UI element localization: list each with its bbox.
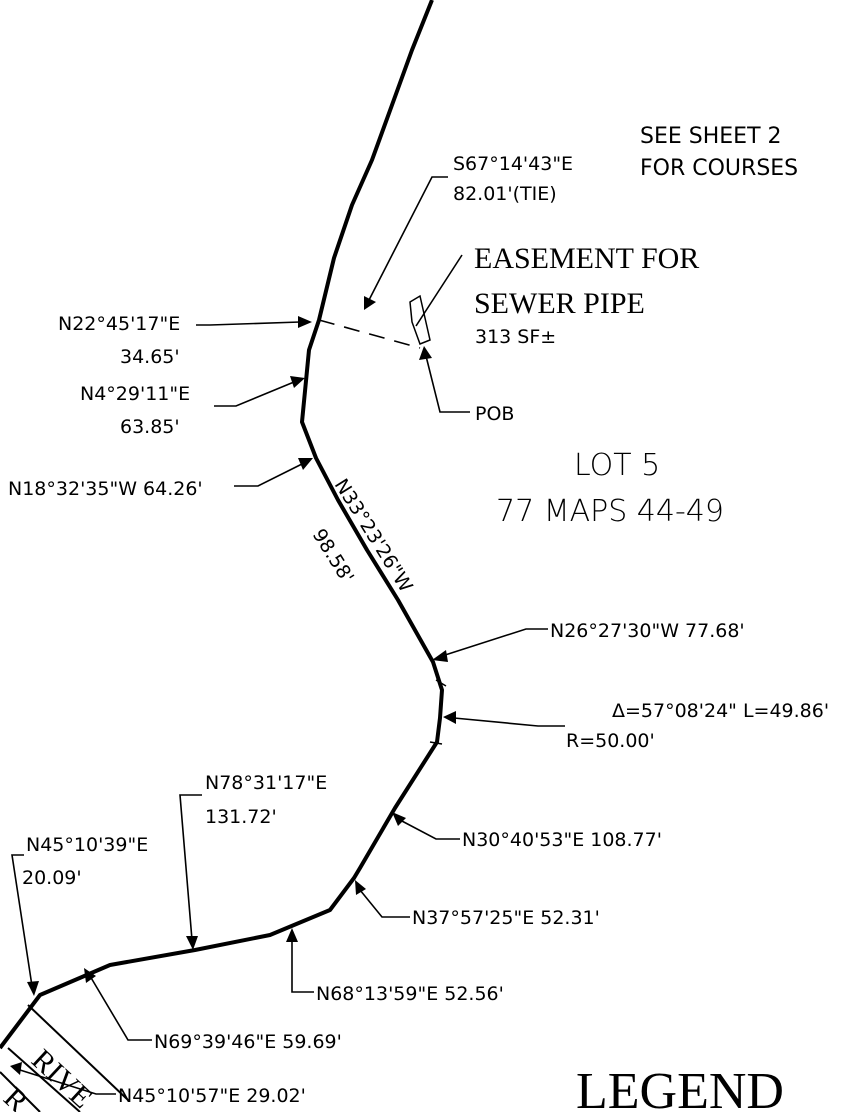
arrowhead [432,650,448,662]
road-name-label: RIVE [25,1043,99,1112]
map-reference-label: 77 MAPS 44-49 [496,494,724,529]
tie-leader [367,176,448,303]
arrowhead [290,376,305,388]
easement-title: SEWER PIPE [474,287,645,320]
arrowhead [298,458,313,470]
road-edge-line [7,1047,81,1112]
course-label: N26°27'30"W 77.68' [550,620,745,642]
lot-label: LOT 5 [574,448,660,483]
arrowhead [355,880,366,895]
easement-leader [415,254,463,327]
pob-leader [425,355,470,413]
road-edge-line [0,1071,41,1112]
property-boundary-line [0,0,444,1050]
course-leader [89,975,152,1041]
arrowhead [286,928,298,942]
course-bearing-label: N22°45'17"E [58,313,180,335]
course-bearing-label: N78°31'17"E [205,772,327,794]
arrowhead [27,981,39,996]
course-distance-label: 20.09' [22,867,82,889]
course-leader [359,889,410,918]
course-label: N18°32'35"W 64.26' [8,478,203,500]
course-leader [291,940,314,993]
curve-data-label: Δ=57°08'24" L=49.86' [612,700,829,722]
pob-label: POB [475,403,514,425]
arrowhead [298,316,312,328]
course-leader [11,854,33,987]
course-leader [399,819,460,840]
course-label: N69°39'46"E 59.69' [154,1031,342,1053]
course-distance-label: 131.72' [205,806,277,828]
course-leader [179,794,202,941]
road-edge-line [27,1004,129,1101]
course-label: N45°10'57"E 29.02' [118,1085,306,1107]
tie-line [318,319,421,349]
arrowhead [419,346,432,360]
course-leader [441,628,548,657]
arrowhead [84,968,96,983]
curve-tick [429,741,443,745]
course-leader [234,463,303,487]
curve-radius-label: R=50.00' [566,730,655,752]
legend-title: LEGEND [576,1063,784,1112]
course-bearing-label: N45°10'39"E [26,834,148,856]
course-bearing-label: N4°29'11"E [80,383,190,405]
tie-bearing-label: S67°14'43"E [453,153,573,175]
road-name-label: R [0,1081,34,1112]
course-distance-label: 98.58' [308,525,358,587]
course-leader [214,381,295,407]
easement-title: EASEMENT FOR [474,242,699,275]
see-sheet-note: SEE SHEET 2 [640,124,782,149]
course-label: N37°57'25"E 52.31' [412,907,600,929]
curve-tick [435,679,447,687]
arrowhead [364,296,376,310]
course-leader [19,1069,116,1095]
arrowhead [10,1062,22,1075]
course-leader [196,321,301,326]
course-label: N30°40'53"E 108.77' [462,829,662,851]
tie-distance-label: 82.01'(TIE) [453,183,557,205]
arrowhead [186,936,198,950]
course-distance-label: 63.85' [120,416,180,438]
easement-parcel [409,294,431,345]
course-distance-label: 34.65' [120,346,180,368]
arrowhead [392,812,406,826]
see-sheet-note: FOR COURSES [640,156,798,181]
arrowhead [443,711,456,724]
easement-area-label: 313 SF± [475,326,556,348]
course-label: N68°13'59"E 52.56' [316,983,504,1005]
curve-leader [453,717,565,727]
